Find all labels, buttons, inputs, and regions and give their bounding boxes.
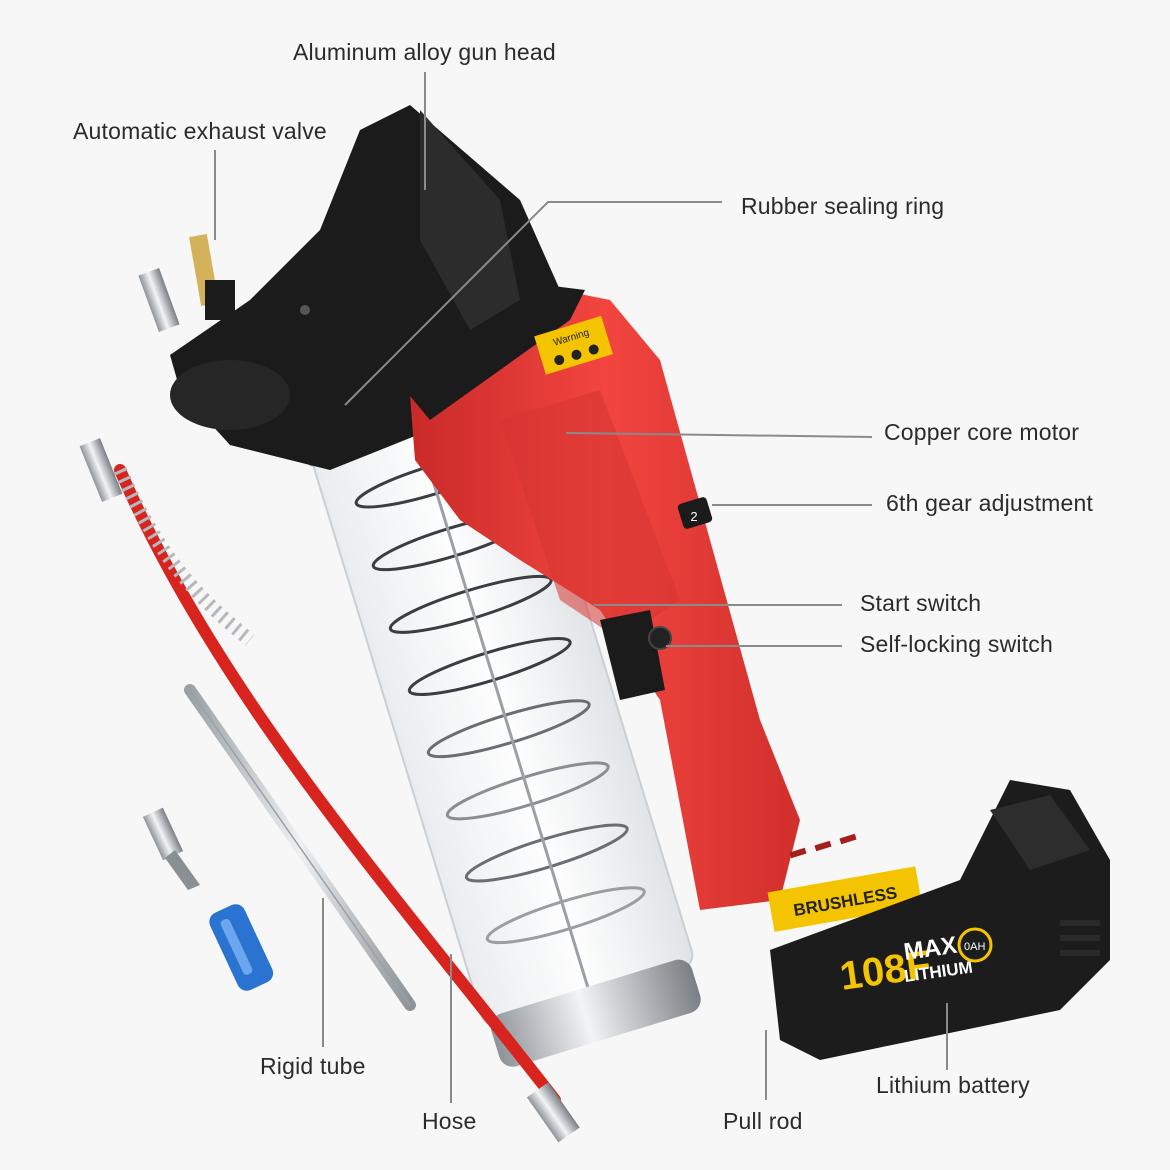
label-hose: Hose <box>422 1108 477 1134</box>
nozzle-tip <box>142 807 200 890</box>
label-gear: 6th gear adjustment <box>886 490 1094 516</box>
self-locking-button <box>648 626 672 650</box>
leader-lines <box>214 72 948 1103</box>
battery-pack: 108F MAX LITHIUM 0AH <box>770 780 1110 1060</box>
grease-fitting <box>138 268 180 332</box>
battery-capacity: 0AH <box>964 941 985 953</box>
blue-coupler <box>209 904 274 991</box>
rigid-tube-part <box>184 684 416 1011</box>
flexible-hose <box>79 438 580 1143</box>
label-exhaust-valve: Automatic exhaust valve <box>73 118 327 144</box>
label-lock-switch: Self-locking switch <box>860 631 1053 657</box>
gear-dial <box>677 497 713 529</box>
label-pull-rod: Pull rod <box>723 1108 803 1134</box>
gear-number: 2 <box>690 509 697 524</box>
label-sealing-ring: Rubber sealing ring <box>741 193 945 219</box>
label-motor: Copper core motor <box>884 419 1080 445</box>
motor-body: Warning 2 BRUSHLESS <box>405 285 923 932</box>
warning-badge: Warning <box>534 315 613 375</box>
label-gun-head: Aluminum alloy gun head <box>293 39 556 65</box>
start-switch-trigger <box>600 610 665 700</box>
label-start-switch: Start switch <box>860 590 982 616</box>
vent-slots <box>789 833 857 859</box>
label-battery: Lithium battery <box>876 1072 1030 1098</box>
label-rigid-tube: Rigid tube <box>260 1053 366 1079</box>
